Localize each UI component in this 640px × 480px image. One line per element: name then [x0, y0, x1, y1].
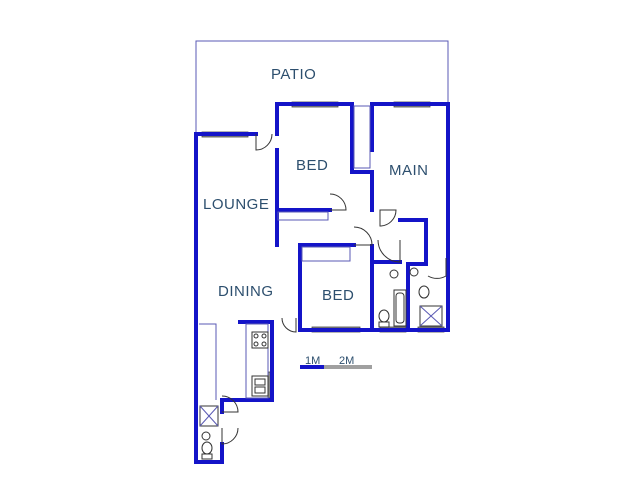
door-bed1: [329, 193, 347, 211]
room-label-lounge: LOUNGE: [203, 196, 269, 213]
windows: [201, 101, 445, 399]
door-ensuite: [427, 258, 447, 279]
door-bath: [377, 239, 401, 263]
door-bed2: [353, 226, 373, 246]
room-label-dining: DINING: [218, 283, 274, 300]
room-labels: PATIO BED MAIN LOUNGE DINING BED: [203, 66, 429, 304]
toilet-ensuite-icon: [418, 285, 430, 299]
door-main: [379, 209, 397, 227]
doors: [221, 133, 447, 445]
door-kitchen: [221, 395, 239, 413]
door-lounge: [255, 133, 273, 151]
basin-ensuite-icon: [409, 267, 419, 277]
toilet-icon: [201, 441, 213, 455]
scale-label-2m: 2M: [339, 355, 354, 367]
room-label-main: MAIN: [389, 162, 429, 179]
door-dining: [281, 317, 297, 333]
scale-segment-1: [300, 365, 324, 369]
door-wc: [221, 427, 239, 445]
room-label-patio: PATIO: [271, 66, 316, 83]
scale-segment-2: [324, 365, 372, 369]
cupboards: [199, 105, 371, 400]
patio-outline: [195, 40, 449, 134]
walls: [194, 102, 450, 464]
scale-bar: 1M 2M: [300, 355, 372, 369]
basin-icon: [201, 431, 211, 441]
toilet-bath-icon: [378, 309, 390, 323]
scale-label-1m: 1M: [305, 355, 320, 367]
room-label-bed-2: BED: [322, 287, 354, 304]
fixtures: [199, 267, 443, 460]
basin-bath-icon: [389, 269, 399, 279]
room-label-bed: BED: [296, 157, 328, 174]
